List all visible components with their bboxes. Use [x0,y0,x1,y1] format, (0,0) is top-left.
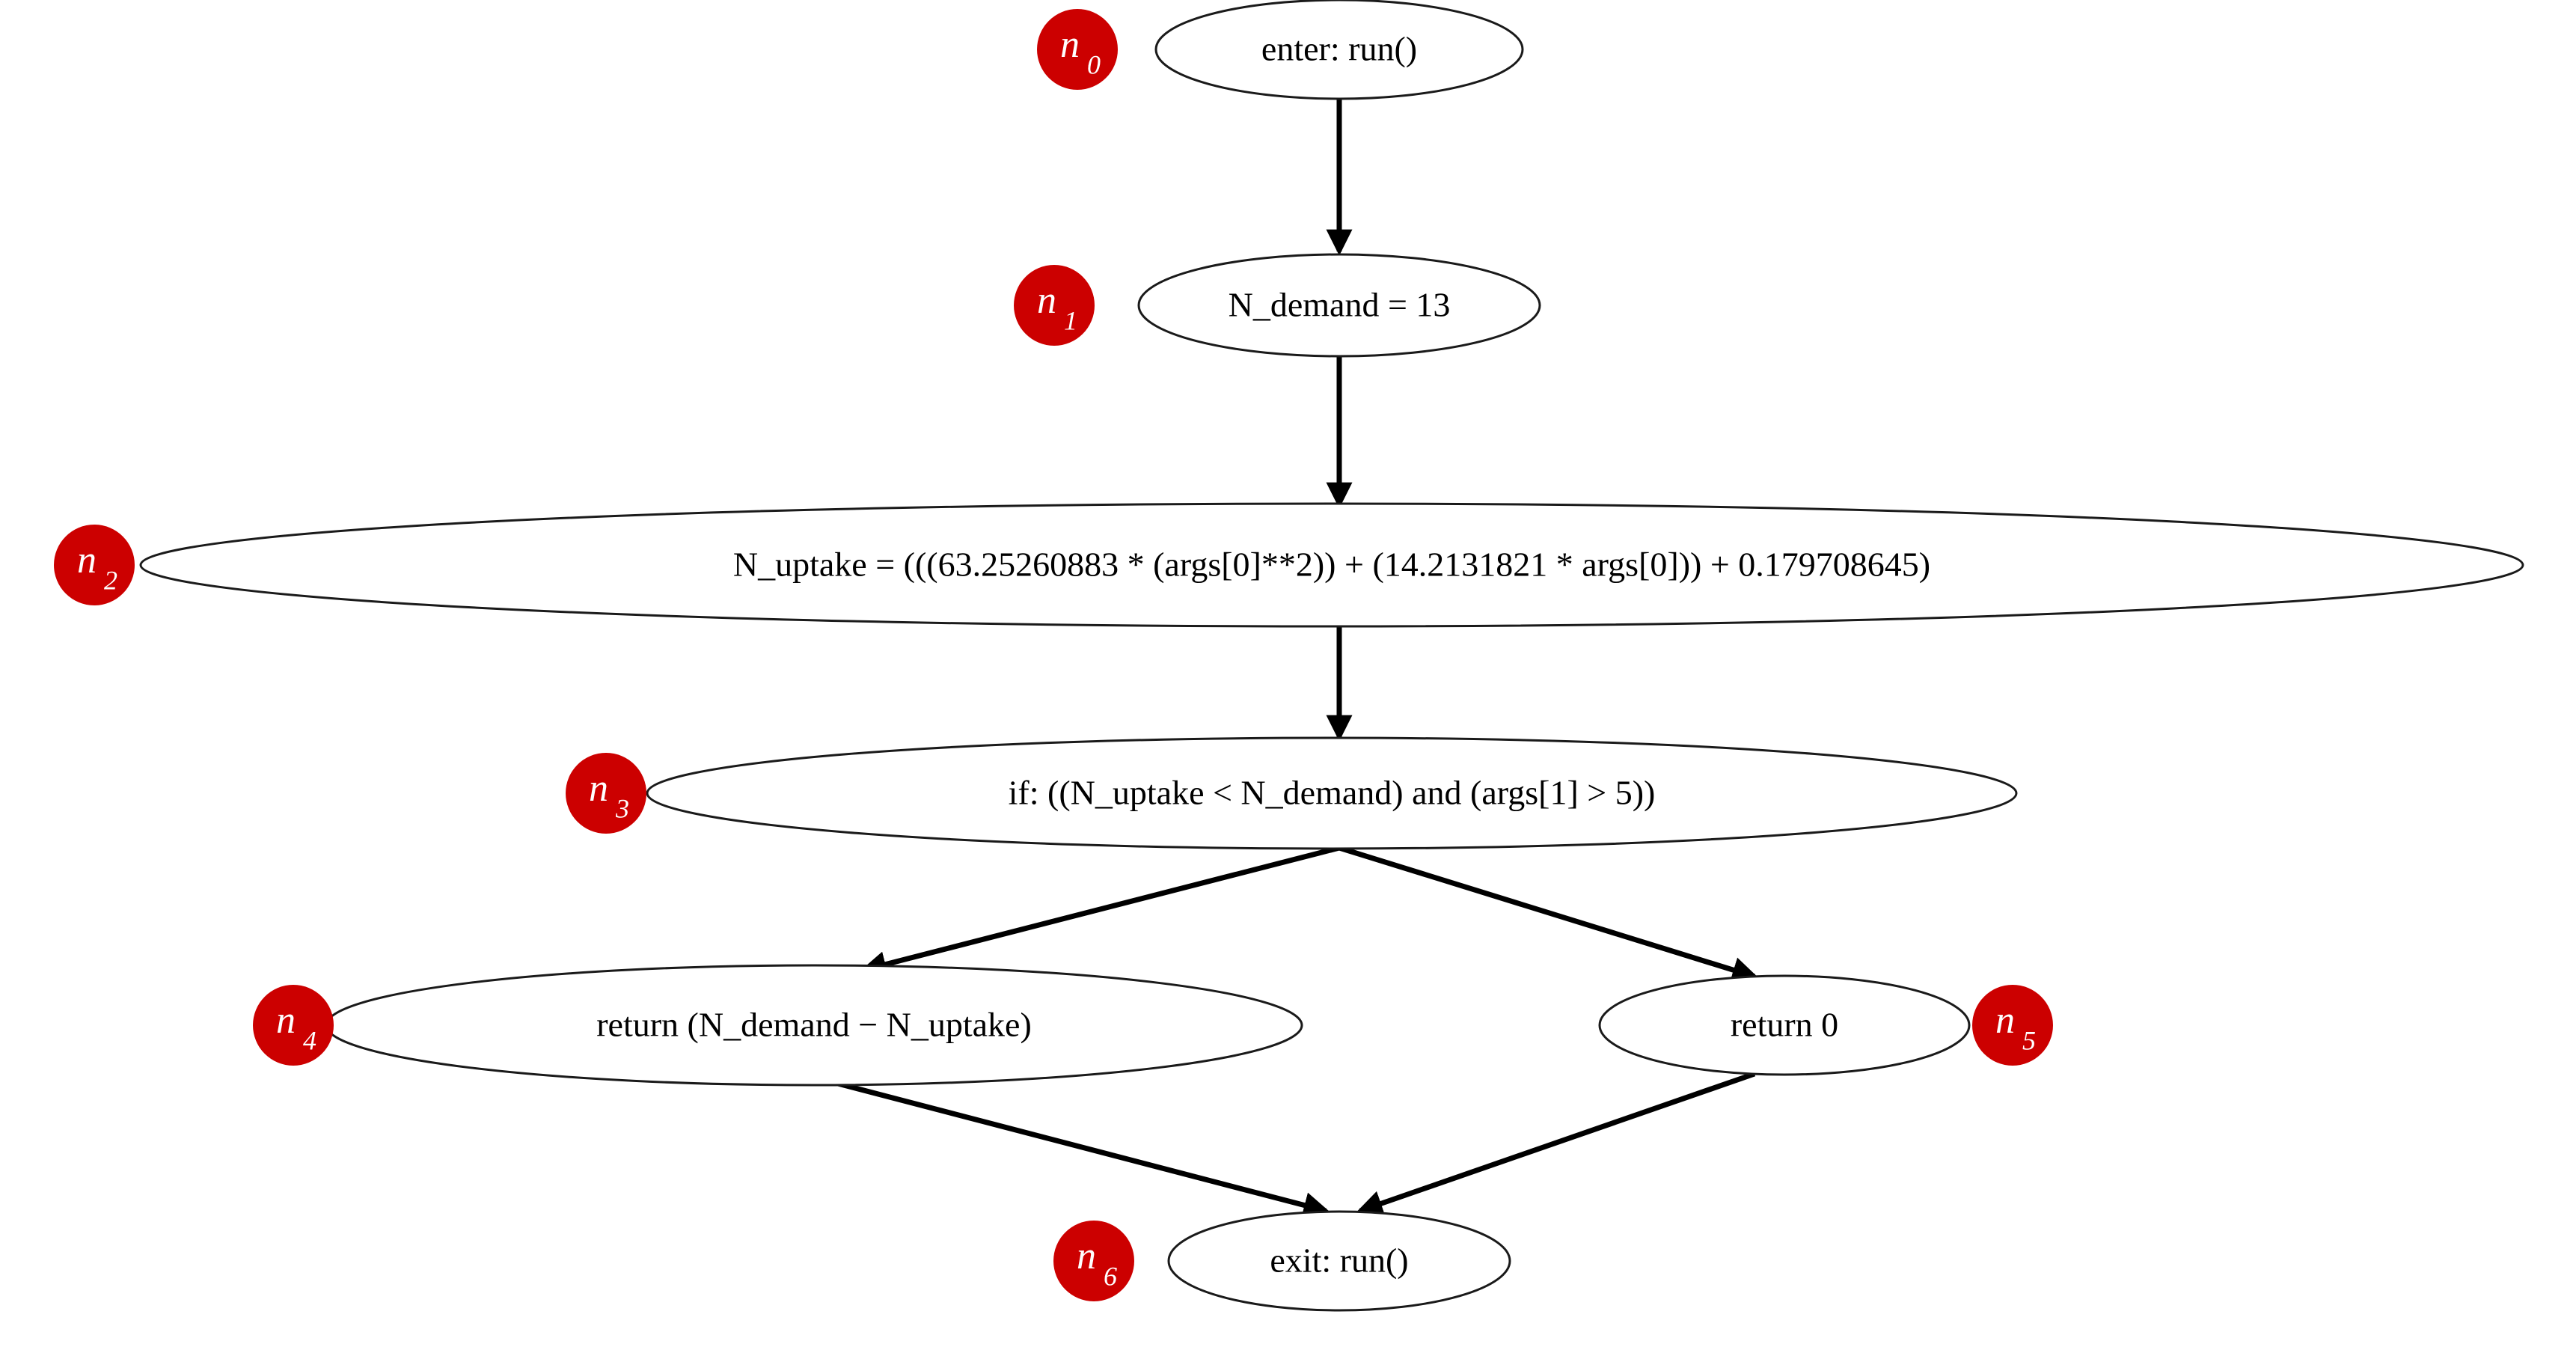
edge-line [837,1081,1330,1218]
node-label: return (N_demand − N_uptake) [596,1006,1032,1044]
badge-label: n [1037,279,1056,322]
badge-subscript: 4 [303,1025,316,1055]
node-ellipse [646,736,2018,850]
badge-circle [1053,1221,1134,1301]
badge-circle [54,525,135,605]
node-label: N_uptake = (((63.25260883 * (args[0]**2)… [733,546,1930,584]
cfg-node-n5[interactable]: return 0 [1598,974,1971,1076]
badge-label: n [1995,999,2015,1042]
node-label: return 0 [1731,1006,1838,1044]
badge-circle [253,985,334,1066]
node-ellipse [1598,974,1971,1076]
node-ellipse [1137,253,1541,358]
node-label: N_demand = 13 [1229,286,1451,324]
node-ellipse [1167,1210,1511,1312]
cfg-node-n0[interactable]: enter: run() [1154,0,1524,100]
node-label: if: ((N_uptake < N_demand) and (args[1] … [1009,774,1656,812]
edge-line [1338,845,1759,983]
badge-subscript: 3 [615,793,629,823]
badge-subscript: 2 [104,565,117,595]
badge-label: n [276,999,296,1042]
badge-label: n [1077,1235,1096,1277]
edge-layer [837,99,1759,1218]
badge-circle [1037,9,1118,90]
badge-subscript: 5 [2022,1025,2036,1055]
badge-label: n [1060,23,1080,66]
cfg-node-n4[interactable]: return (N_demand − N_uptake) [325,964,1303,1087]
node-ellipse [139,502,2524,628]
badge-subscript: 0 [1087,49,1101,79]
badge-label: n [589,767,608,810]
cfg-node-n6[interactable]: exit: run() [1167,1210,1511,1312]
cfg-node-n3[interactable]: if: ((N_uptake < N_demand) and (args[1] … [646,736,2018,850]
node-label: exit: run() [1270,1241,1408,1280]
edge-n4-to-n6 [837,1081,1330,1218]
badge-subscript: 6 [1104,1261,1117,1291]
node-label: enter: run() [1261,30,1417,68]
badge-label: n [77,539,97,581]
edge-n5-to-n6 [1356,1071,1756,1216]
cfg-node-n1[interactable]: N_demand = 13 [1137,253,1541,358]
node-ellipse [1154,0,1524,100]
node-layer: enter: run() N_demand = 13 N_uptake = (((6… [139,0,2524,1312]
badge-circle [1972,985,2053,1066]
edge-line [860,845,1340,977]
edge-line [1356,1071,1756,1216]
edge-n3-to-n4 [860,845,1340,977]
badge-subscript: 1 [1064,305,1077,335]
cfg-node-n2[interactable]: N_uptake = (((63.25260883 * (args[0]**2)… [139,502,2524,628]
badge-circle [566,753,646,834]
badge-circle [1014,265,1095,346]
edge-n3-to-n5 [1338,845,1759,983]
